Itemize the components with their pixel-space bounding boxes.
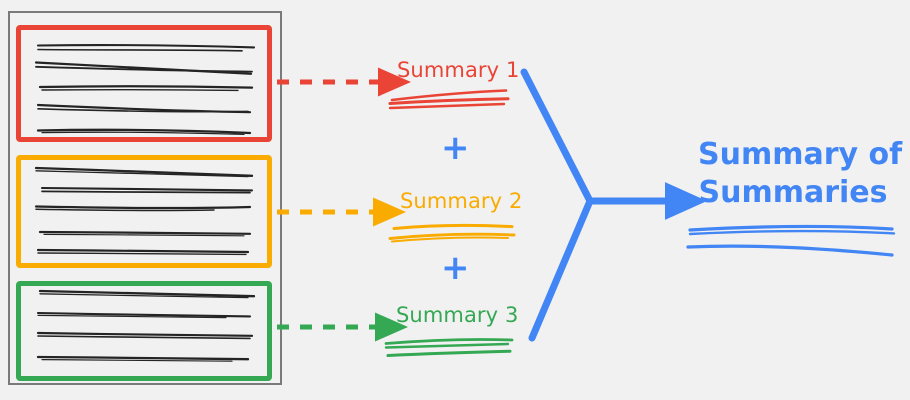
summary-1-scribble [388, 89, 510, 110]
summary-2-scribble [388, 223, 516, 243]
merge-fork [520, 68, 594, 342]
summary-2-label: Summary 2 [400, 189, 523, 213]
plus-operator-1: + [441, 128, 470, 168]
summary-3-scribble [384, 338, 514, 357]
doc-yellow-text-lines [34, 166, 254, 256]
plus-operator-2: + [441, 248, 470, 288]
summary-1-label: Summary 1 [397, 58, 520, 82]
document-card-green[interactable] [16, 281, 272, 381]
result-title-line-2: Summaries [698, 175, 888, 210]
doc-red-text-lines [34, 44, 256, 136]
summary-3-label: Summary 3 [396, 303, 519, 327]
result-title-line-1: Summary of [698, 137, 903, 172]
summary-of-summaries-scribble [686, 224, 896, 257]
doc-green-text-lines [36, 289, 256, 362]
